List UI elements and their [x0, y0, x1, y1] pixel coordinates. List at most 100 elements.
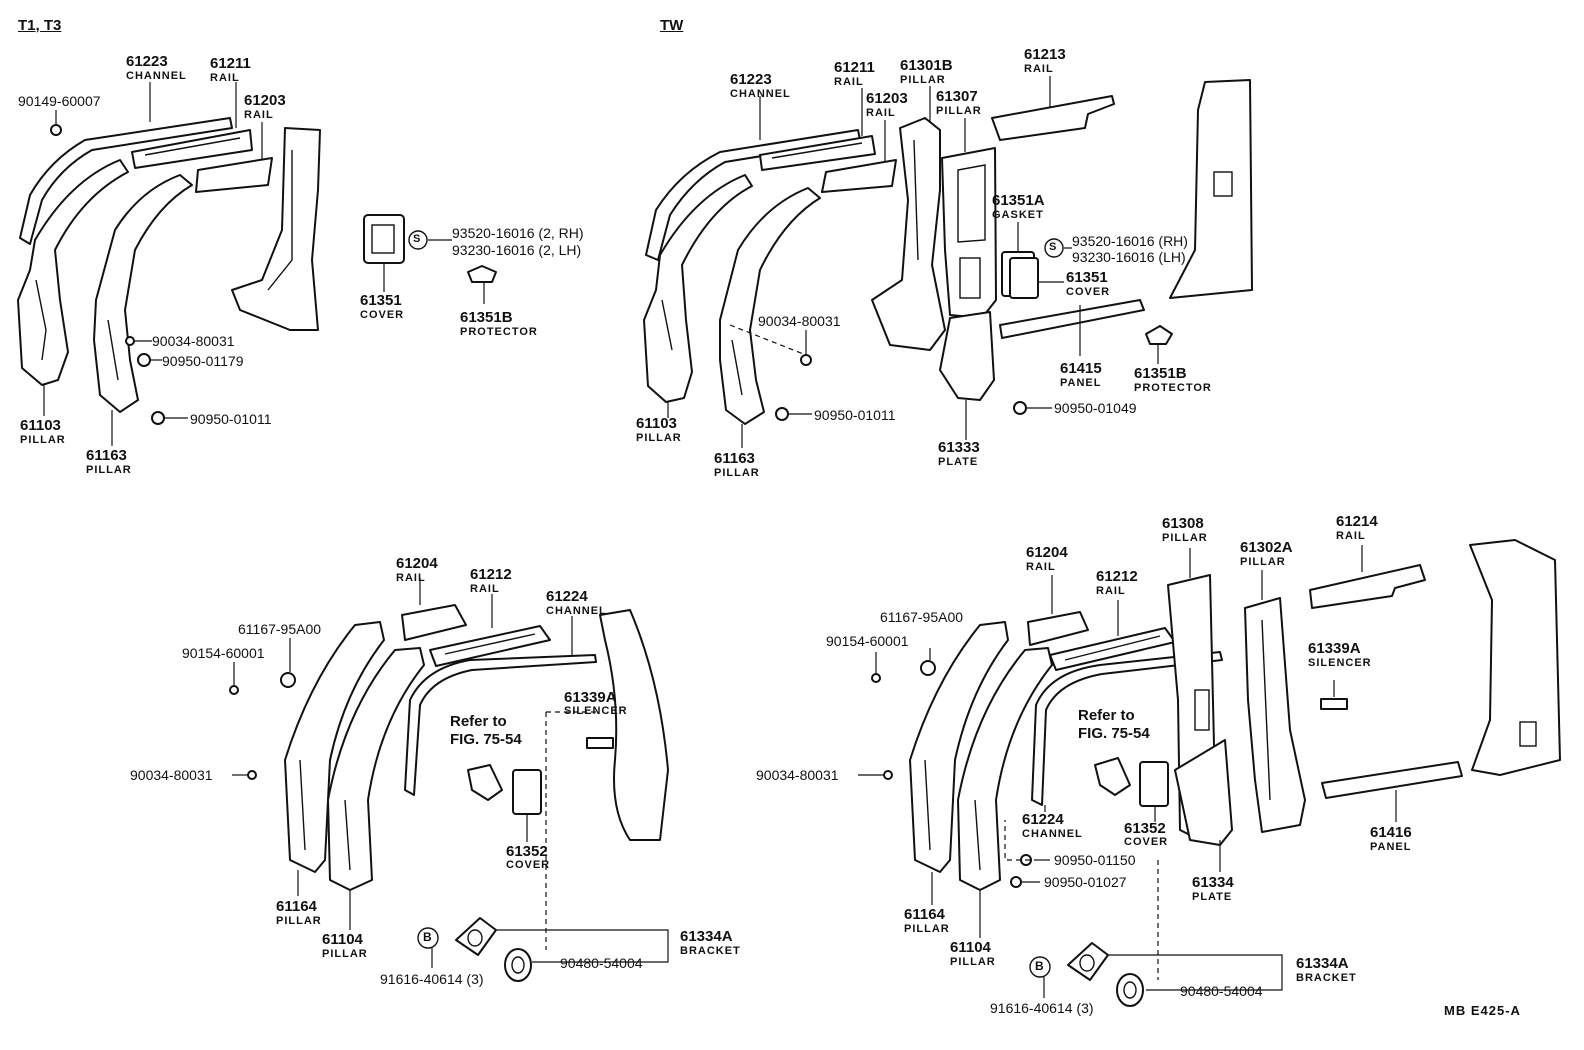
q2-panel-61415-name: PANEL: [1060, 377, 1102, 389]
q2-protector-61351b-number: 61351B: [1134, 365, 1187, 382]
q1-protector-61351b-number: 61351B: [460, 309, 513, 326]
q4-refer-part-shape: [1094, 757, 1131, 796]
diagram-code: MB E425-A: [1444, 1003, 1521, 1018]
q2-pillar-61103-name: PILLAR: [636, 432, 682, 444]
q4-seal-label: 90480-54004: [1180, 983, 1263, 999]
q3-rail-61204-number: 61204: [396, 555, 438, 572]
q2-gasket-61351a-name: GASKET: [992, 209, 1044, 221]
q3-grommet-icon: [280, 672, 296, 688]
q3-rail-61212-number: 61212: [470, 566, 512, 583]
q4-pillar-61302a-name: PILLAR: [1240, 556, 1286, 568]
q4-rail-61212-number: 61212: [1096, 568, 1138, 585]
q1-plug-01011-icon: [151, 411, 165, 425]
q2-plate-61333-shape: [939, 311, 995, 401]
q1-pillar-61163-name: PILLAR: [86, 464, 132, 476]
q2-pillar-61307-number: 61307: [936, 88, 978, 105]
q3-cover-61352-number: 61352: [506, 843, 548, 860]
q1-cover-61351-shape: [363, 214, 405, 264]
q4-rail-61212-name: RAIL: [1096, 585, 1126, 597]
q4-plug-01027-label: 90950-01027: [1044, 874, 1127, 890]
q2-plug-01011-label: 90950-01011: [814, 407, 896, 423]
q4-grommet-label: 61167-95A00: [880, 609, 964, 625]
q3-refer-fig-text: FIG. 75-54: [450, 731, 522, 748]
q2-plug-01011-icon: [775, 407, 789, 421]
q2-pillar-61307-name: PILLAR: [936, 105, 982, 117]
q2-rail-61203-shape: [821, 159, 897, 193]
q2-rail-61203-number: 61203: [866, 90, 908, 107]
q2-drawing: [643, 76, 1253, 448]
q3-pillar-61104-name: PILLAR: [322, 948, 368, 960]
q4-rail-61204-name: RAIL: [1026, 561, 1056, 573]
q4-silencer-shape: [1320, 698, 1348, 710]
q2-pillar-61163-number: 61163: [714, 450, 755, 467]
q1-drawing: [17, 82, 497, 446]
q4-cover-61352-number: 61352: [1124, 820, 1166, 837]
q3-rail-61204-name: RAIL: [396, 572, 426, 584]
q2-channel-61223-number: 61223: [730, 71, 772, 88]
q3-pillar-61104-number: 61104: [322, 931, 363, 948]
q2-pillar-61163-name: PILLAR: [714, 467, 760, 479]
q4-pillar-61308-number: 61308: [1162, 515, 1204, 532]
q3-plug-80031-label: 90034-80031: [130, 767, 213, 783]
q4-pillar-61164-number: 61164: [904, 906, 945, 923]
q4-channel-61224-shape: [1031, 651, 1223, 806]
q2-body-side-shape: [1169, 79, 1253, 299]
q3-cover-61352-shape: [512, 769, 542, 815]
q2-rail-61203-name: RAIL: [866, 107, 896, 119]
q2-rail-61211-shape: [759, 135, 876, 171]
q4-rail-61204-number: 61204: [1026, 544, 1068, 561]
q4-channel-61224-name: CHANNEL: [1022, 828, 1083, 840]
q1-rail-61203-name: RAIL: [244, 109, 274, 121]
q4-bracket-61334a-number: 61334A: [1296, 955, 1349, 972]
q2-pillar-61301b-shape: [871, 117, 946, 351]
q2-rail-61213-number: 61213: [1024, 46, 1066, 63]
q1-plug-80031-icon: [125, 336, 135, 346]
q4-refer-fig-text: FIG. 75-54: [1078, 725, 1150, 742]
q3-bolt-icon: [229, 685, 239, 695]
q1-channel-61223-name: CHANNEL: [126, 70, 187, 82]
q2-plug-80031-icon: [800, 354, 812, 366]
q1-s-symbol-icon: [408, 230, 428, 250]
q4-rail-61214-name: RAIL: [1336, 530, 1366, 542]
q3-silencer-61339a-name: SILENCER: [564, 705, 628, 717]
q2-pillar-61307-shape: [941, 147, 997, 319]
q3-bolt-label: 90154-60001: [182, 645, 265, 661]
q3-bracket-61334a-name: BRACKET: [680, 945, 741, 957]
q1-rail-61203-number: 61203: [244, 92, 286, 109]
q1-plug-01011-label: 90950-01011: [190, 411, 272, 427]
q3-pillar-61164-shape: [284, 621, 385, 873]
q3-refer-part-shape: [467, 764, 503, 801]
q2-pillar-61103-number: 61103: [636, 415, 677, 432]
q2-plug-80031-label: 90034-80031: [758, 313, 841, 329]
q4-b-symbol-letter: B: [1035, 959, 1044, 973]
q4-screw-b-label: 91616-40614 (3): [990, 1000, 1094, 1016]
q4-b-symbol-icon: [1029, 956, 1051, 978]
q3-seal-shape: [504, 948, 532, 982]
section-tw-title: TW: [660, 17, 684, 34]
q4-bracket-61334a-name: BRACKET: [1296, 972, 1357, 984]
q2-s-symbol-icon: [1044, 238, 1064, 258]
q4-channel-61224-number: 61224: [1022, 811, 1064, 828]
q4-plate-61334-number: 61334: [1192, 874, 1234, 891]
q3-refer-to-text: Refer to: [450, 713, 507, 730]
q3-pillar-61104-shape: [327, 647, 425, 891]
q4-rail-61214-shape: [1309, 564, 1426, 609]
q1-s-symbol-letter: S: [413, 233, 421, 245]
q1-rail-61211-name: RAIL: [210, 72, 240, 84]
q3-channel-61224-name: CHANNEL: [546, 605, 607, 617]
q1-protector-61351b-shape: [467, 265, 497, 283]
q1-pillar-61103-number: 61103: [20, 417, 61, 434]
q3-pillar-61164-name: PILLAR: [276, 915, 322, 927]
q2-rail-61213-shape: [991, 95, 1115, 141]
q3-seal-label: 90480-54004: [560, 955, 643, 971]
q1-channel-61223-number: 61223: [126, 53, 168, 70]
q1-plug-01179-label: 90950-01179: [162, 353, 244, 369]
q3-b-symbol-letter: B: [423, 930, 432, 944]
q3-rail-61212-shape: [429, 625, 551, 667]
q2-rail-61211-name: RAIL: [834, 76, 864, 88]
q2-pillar-61301b-name: PILLAR: [900, 74, 946, 86]
q2-s-symbol-letter: S: [1049, 241, 1057, 253]
q3-pillar-61164-number: 61164: [276, 898, 317, 915]
q3-plug-80031-icon: [247, 770, 257, 780]
